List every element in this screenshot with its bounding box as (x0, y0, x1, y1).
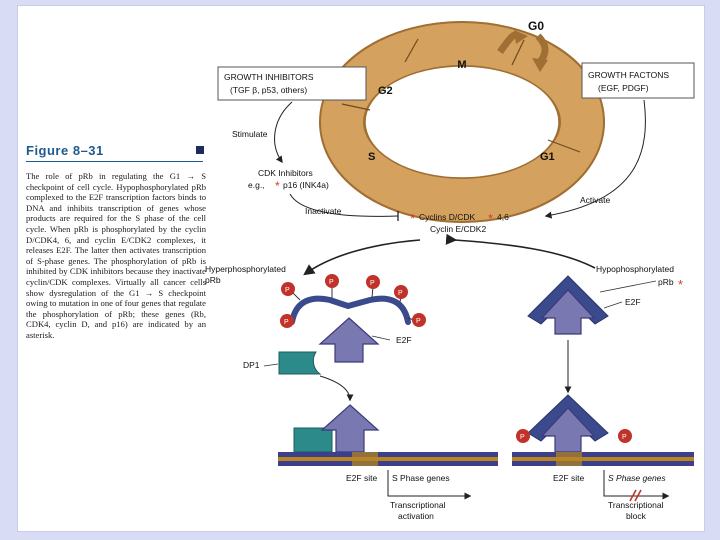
phosphate-group (280, 314, 294, 328)
g0-label: G0 (528, 19, 544, 33)
phosphate-label: P (622, 434, 627, 441)
prb-asterisk: * (678, 277, 683, 292)
p16-label: p16 (INK4a) (283, 180, 329, 190)
cyclin-d-label: Cyclins D/CDK (419, 212, 476, 222)
hyper-phosphates: P P P P P P (280, 274, 426, 328)
hypo-e2f-label: E2F (625, 297, 641, 307)
hypo-prb-label-2: pRb (658, 277, 674, 287)
phosphate-label: P (398, 290, 403, 297)
segment-divider (547, 139, 581, 153)
bound-dp1-protein (293, 427, 333, 453)
cell-cycle-ring: M G2 S G1 (319, 21, 605, 223)
growth-inhibitors-title: GROWTH INHIBITORS (224, 72, 314, 82)
left-s-phase-genes-label: S Phase genes (392, 473, 450, 483)
figure-title: Figure 8–31 (26, 143, 104, 158)
transcriptional-label: Transcriptional (390, 500, 446, 510)
right-transcriptional-label: Transcriptional (608, 500, 664, 510)
cyclin-d-asterisk: * (410, 211, 415, 226)
left-e2f-site-label: E2F site (346, 473, 377, 483)
phase-g1-label: G1 (540, 151, 555, 163)
cdk-number-label: 4,6 (497, 212, 509, 222)
phosphate-group (394, 285, 408, 299)
binding-arrow (319, 375, 354, 402)
cdk4-asterisk: * (488, 211, 493, 226)
phosphate-label: P (329, 279, 334, 286)
phosphorylation-arrow (303, 239, 421, 276)
blocked-transcription-arrow (603, 486, 670, 500)
eg-label: e.g., (248, 180, 265, 190)
phosphate-label: P (284, 319, 289, 326)
figure-title-marker (196, 146, 204, 154)
hyper-prb-protein (289, 295, 411, 325)
dp1-protein (278, 351, 322, 375)
phosphate-label: P (416, 318, 421, 325)
left-dna (278, 452, 498, 466)
hyper-prb-label-1: Hyperphosphorylated (205, 264, 286, 274)
p16-asterisk: * (275, 179, 280, 193)
segment-divider (511, 39, 525, 66)
free-e2f-protein (318, 317, 380, 363)
block-label: block (626, 511, 647, 521)
phase-m-label: M (457, 59, 466, 71)
free-e2f-label: E2F (396, 335, 412, 345)
activate-arrow (544, 99, 646, 219)
hypo-prb-label-1: Hypophosphorylated (596, 264, 674, 274)
stimulate-label: Stimulate (232, 129, 268, 139)
cyclin-e-label: Cyclin E/CDK2 (430, 224, 486, 234)
right-s-phase-genes-label: S Phase genes (608, 473, 666, 483)
growth-factors-box: GROWTH FACTONS (EGF, PDGF) (581, 62, 695, 99)
phosphate-label: P (370, 280, 375, 287)
phase-s-label: S (368, 151, 375, 163)
right-e2f-site-label: E2F site (553, 473, 584, 483)
dephosphorylation-arrow (445, 233, 596, 269)
figure-title-rule (26, 161, 203, 162)
figure-caption: The role of pRb in regulating the G1 → S… (26, 171, 206, 340)
inactivate-line (289, 193, 399, 217)
hyper-prb-label-2: pRb (205, 275, 221, 285)
right-phosphates: P P (516, 429, 632, 443)
phosphate-group (325, 274, 339, 288)
growth-factors-examples: (EGF, PDGF) (598, 83, 649, 93)
phosphate-group (281, 282, 295, 296)
dp1-label: DP1 (243, 360, 260, 370)
phase-g2-label: G2 (378, 85, 393, 97)
segment-divider (404, 38, 419, 63)
transcription-arrow (387, 486, 472, 500)
segment-divider (341, 103, 371, 111)
activate-label: Activate (580, 195, 611, 205)
phosphate-label: P (520, 434, 525, 441)
cdk-inhibitors-label: CDK Inhibitors (258, 168, 313, 178)
g0-arrows: G0 (497, 19, 549, 72)
growth-inhibitors-box: GROWTH INHIBITORS (TGF β, p53, others) (217, 66, 367, 101)
growth-inhibitors-examples: (TGF β, p53, others) (230, 85, 307, 95)
hypo-e2f-protein (540, 289, 596, 335)
phosphate-group (366, 275, 380, 289)
block-mark (634, 489, 642, 502)
phosphate-group (618, 429, 632, 443)
right-dna (512, 452, 694, 466)
block-mark (629, 489, 637, 502)
growth-factors-title: GROWTH FACTONS (588, 70, 669, 80)
activation-label: activation (398, 511, 434, 521)
phosphate-label: P (285, 287, 290, 294)
phosphate-group (516, 429, 530, 443)
stimulate-arrow (274, 101, 293, 164)
phosphate-group (412, 313, 426, 327)
inactivate-label: Inactivate (305, 206, 342, 216)
